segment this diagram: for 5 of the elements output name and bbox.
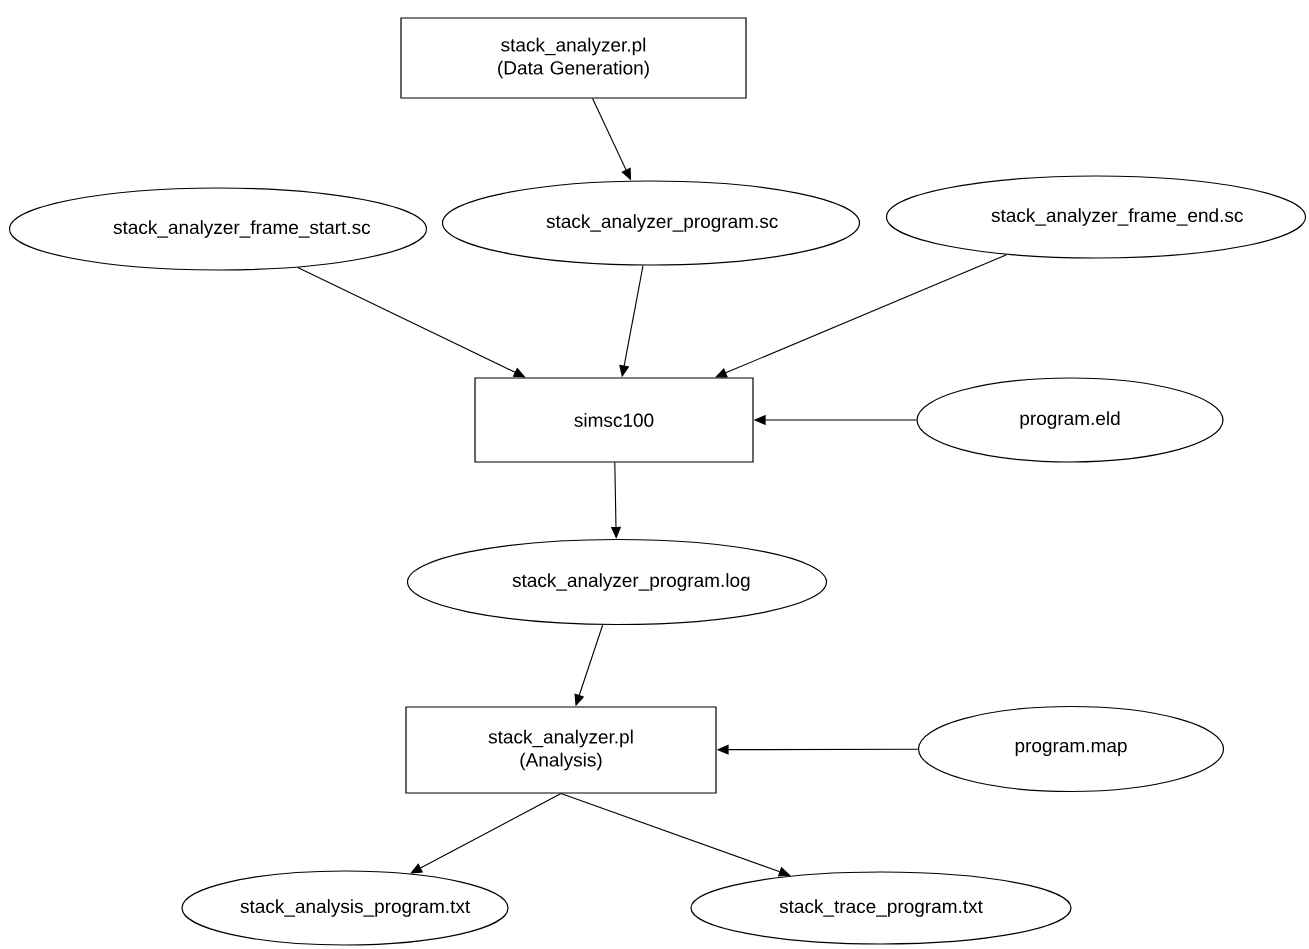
process-box: simsc100	[474, 377, 754, 463]
arrow	[410, 793, 562, 874]
process-box: stack_analyzer.pl (Analysis)	[405, 706, 717, 794]
arrow	[560, 793, 791, 877]
process-box: stack_analyzer.pl (Data Generation)	[400, 17, 747, 99]
